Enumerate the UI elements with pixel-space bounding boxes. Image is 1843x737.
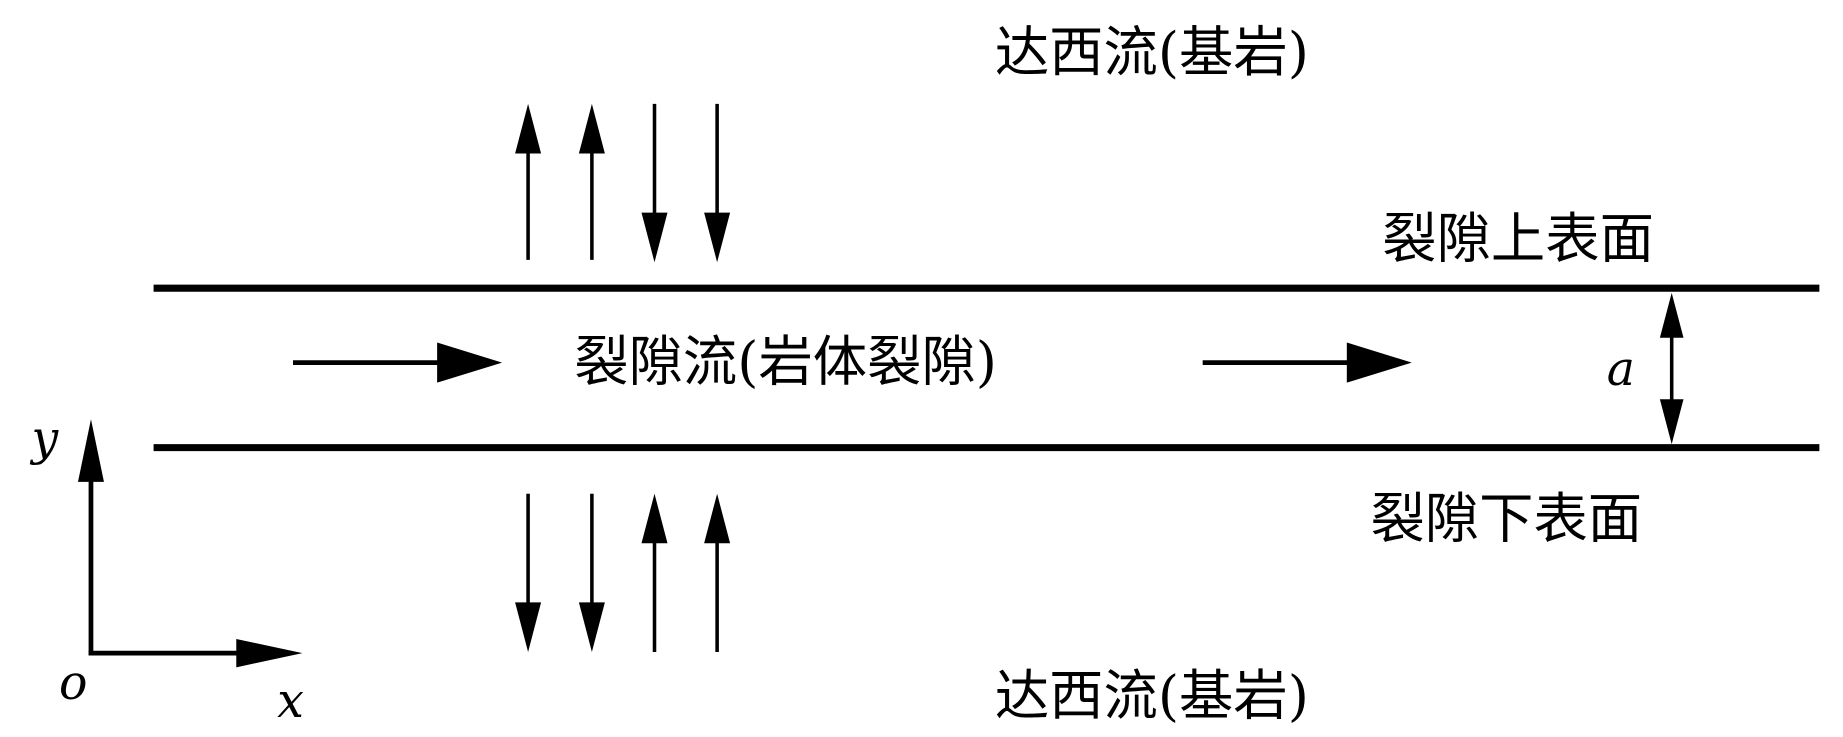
arrow-head (1659, 292, 1684, 338)
lower-surface-label: 裂隙下表面 (1370, 487, 1642, 550)
origin-label: o (59, 656, 87, 711)
arrow-head (77, 419, 104, 482)
arrow-head (641, 493, 668, 544)
aperture-label: a (1607, 342, 1635, 397)
upper-surface-label: 裂隙上表面 (1382, 207, 1654, 270)
arrow-head (515, 103, 542, 154)
arrow-head (641, 212, 668, 263)
fracture-flow-arrows (292, 342, 1412, 383)
arrow-head (515, 602, 542, 652)
x-axis-label: x (277, 674, 304, 729)
bottom-darcy-label: 达西流(基岩) (995, 665, 1309, 728)
top-darcy-label: 达西流(基岩) (995, 21, 1309, 84)
arrow-head (578, 602, 605, 652)
upper-exchange-arrows (515, 103, 731, 263)
arrow-head (704, 493, 731, 544)
aperture-dimension (1659, 292, 1684, 445)
arrow-head (236, 638, 303, 668)
lower-exchange-arrows (515, 493, 731, 652)
arrow-head (704, 212, 731, 263)
arrow-head (1346, 342, 1412, 383)
arrow-head (578, 103, 605, 154)
y-axis-label: y (30, 412, 60, 467)
fracture-flow-label: 裂隙流(岩体裂隙) (574, 330, 997, 393)
arrow-head (437, 342, 503, 383)
arrow-head (1659, 399, 1684, 445)
coordinate-axes (77, 419, 303, 668)
